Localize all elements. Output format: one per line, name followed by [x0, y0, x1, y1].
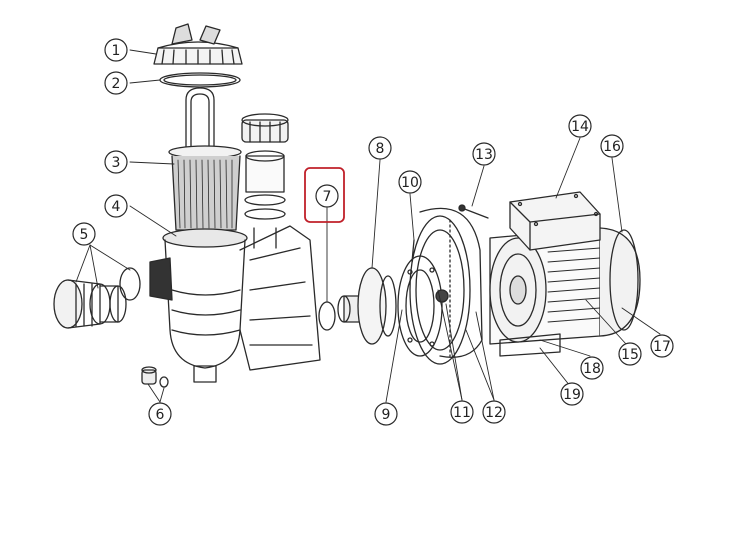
discharge-union	[241, 113, 289, 220]
callout-7: 7	[315, 184, 339, 208]
leader-lines	[75, 49, 661, 403]
callout-14: 14	[568, 114, 592, 138]
callouts: 1 2 3 4 5 6 7 8 9 10 11 12 13 14 15 16 1…	[72, 38, 674, 426]
callout-label: 5	[80, 227, 89, 243]
callout-label: 16	[603, 139, 621, 155]
callout-label: 15	[621, 347, 639, 363]
suction-union	[53, 279, 127, 329]
motor-body	[489, 227, 641, 357]
diffuser-o-ring	[318, 301, 336, 331]
pump-housing	[149, 225, 321, 383]
callout-15: 15	[618, 342, 642, 366]
callout-label: 13	[475, 147, 493, 163]
highlight-box-part-7	[304, 167, 345, 223]
callout-label: 12	[485, 405, 503, 421]
callout-5: 5	[72, 222, 96, 246]
strainer-basket	[168, 87, 242, 231]
callout-label: 6	[156, 407, 165, 423]
impeller	[337, 267, 397, 345]
callout-13: 13	[472, 142, 496, 166]
lid-o-ring-inner	[163, 74, 237, 86]
callout-label: 7	[323, 189, 332, 205]
callout-label: 9	[382, 407, 391, 423]
callout-18: 18	[580, 356, 604, 380]
callout-label: 14	[571, 119, 589, 135]
callout-1: 1	[104, 38, 128, 62]
drain-plugs	[141, 366, 169, 388]
callout-label: 11	[453, 405, 471, 421]
callout-9: 9	[374, 402, 398, 426]
callout-label: 3	[112, 155, 121, 171]
callout-6: 6	[148, 402, 172, 426]
callout-label: 4	[112, 199, 121, 215]
callout-label: 2	[112, 76, 121, 92]
callout-3: 3	[104, 150, 128, 174]
callout-10: 10	[398, 170, 422, 194]
callout-19: 19	[560, 382, 584, 406]
suction-o-ring	[119, 267, 141, 301]
callout-17: 17	[650, 334, 674, 358]
callout-label: 1	[112, 43, 121, 59]
callout-label: 17	[653, 339, 671, 355]
strainer-lid	[153, 23, 243, 65]
seal-plate	[409, 207, 483, 365]
callout-8: 8	[368, 136, 392, 160]
callout-label: 8	[376, 141, 385, 157]
callout-12: 12	[482, 400, 506, 424]
callout-11: 11	[450, 400, 474, 424]
callout-2: 2	[104, 71, 128, 95]
callout-label: 18	[583, 361, 601, 377]
terminal-box	[509, 191, 601, 251]
callout-4: 4	[104, 194, 128, 218]
callout-16: 16	[600, 134, 624, 158]
diffuser-plate	[397, 255, 443, 357]
callout-label: 19	[563, 387, 581, 403]
motor-bolt	[458, 204, 489, 219]
callout-label: 10	[401, 175, 419, 191]
